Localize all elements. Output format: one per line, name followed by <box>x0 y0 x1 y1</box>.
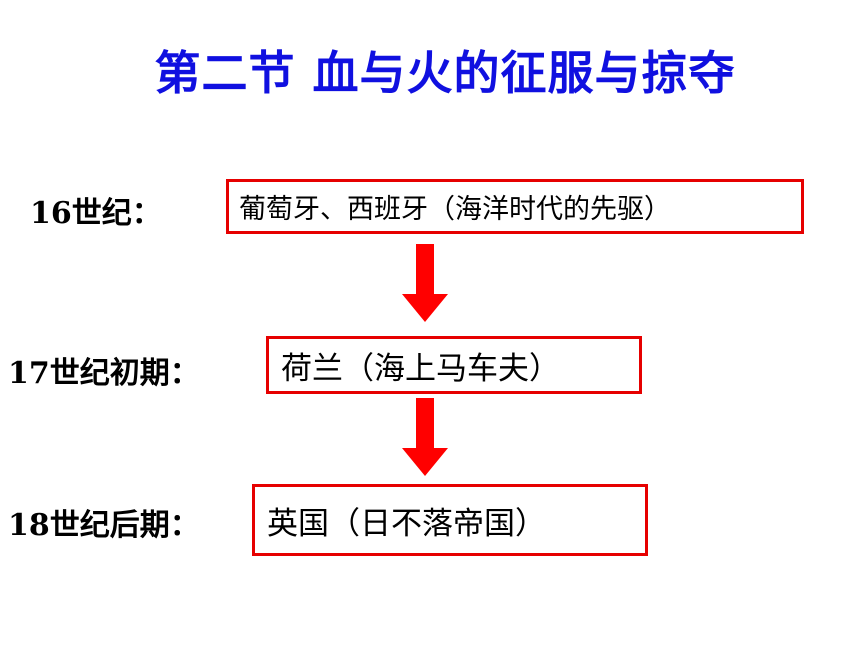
event-text: 葡萄牙、西班牙（海洋时代的先驱） <box>239 194 671 225</box>
event-box-portugal-spain: 葡萄牙、西班牙（海洋时代的先驱） <box>226 179 804 234</box>
event-box-netherlands: 荷兰（海上马车夫） <box>266 336 642 394</box>
down-arrow-icon <box>402 398 448 476</box>
down-arrow-icon <box>402 244 448 322</box>
event-box-britain: 英国（日不落帝国） <box>252 484 648 556</box>
era-label-early-17th-century: 17世纪初期： <box>8 356 200 391</box>
event-text: 荷兰（海上马车夫） <box>281 350 560 387</box>
page-title: 第二节 血与火的征服与掠夺 <box>154 46 736 100</box>
era-label-16th-century: 16世纪： <box>30 196 162 231</box>
down-arrow-shape <box>402 244 448 322</box>
event-text: 英国（日不落帝国） <box>267 505 546 542</box>
era-label-late-18th-century: 18世纪后期： <box>8 508 200 543</box>
down-arrow-shape <box>402 398 448 476</box>
